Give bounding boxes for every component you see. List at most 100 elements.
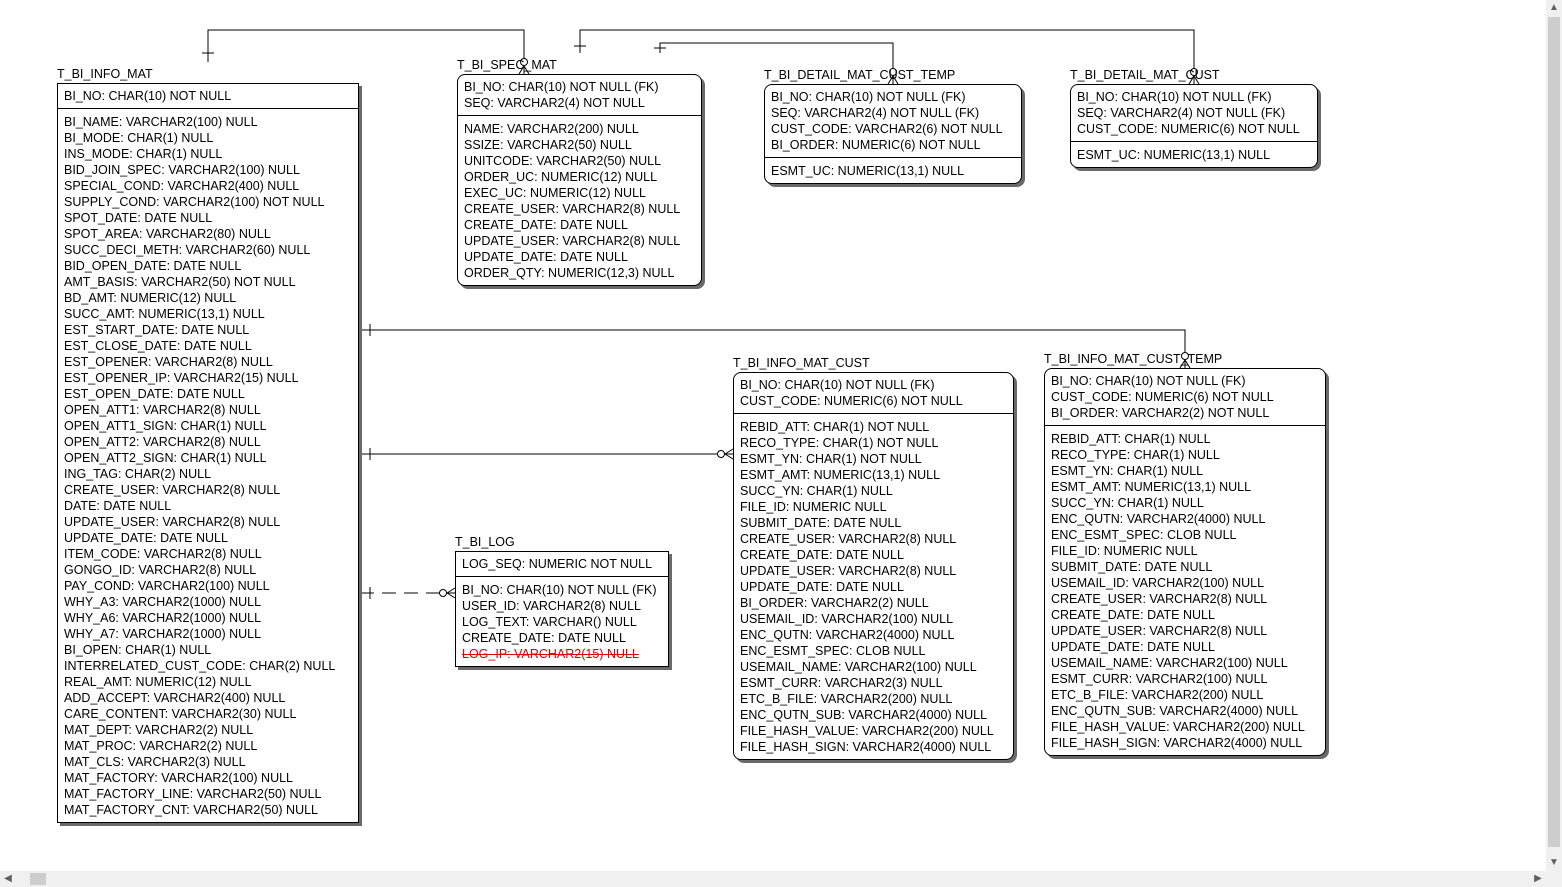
column: BI_NO: CHAR(10) NOT NULL (FK) xyxy=(740,378,935,392)
crows-foot xyxy=(1188,75,1195,85)
column: BD_AMT: NUMERIC(12) NULL xyxy=(64,291,237,305)
chevron-down-icon[interactable]: ▼ xyxy=(1549,857,1559,868)
column: SUCC_DECI_METH: VARCHAR2(60) NULL xyxy=(64,243,311,257)
column: UPDATE_DATE: DATE NULL xyxy=(464,250,628,264)
attribute-list: BI_NO: CHAR(10) NOT NULL (FK)USER_ID: VA… xyxy=(462,582,662,646)
column: BI_NO: CHAR(10) NOT NULL xyxy=(64,89,232,103)
column: WHY_A7: VARCHAR2(1000) NULL xyxy=(64,627,262,641)
column: ITEM_CODE: VARCHAR2(8) NULL xyxy=(64,547,262,561)
entity-t-bi-info-mat-cust-temp[interactable]: T_BI_INFO_MAT_CUST_TEMP BI_NO: CHAR(10) … xyxy=(1044,352,1326,756)
column: BID_OPEN_DATE: DATE NULL xyxy=(64,259,242,273)
column: ENC_QUTN_SUB: VARCHAR2(4000) NULL xyxy=(1051,704,1299,718)
relationship-spec-mat-detail-cust xyxy=(579,29,1195,84)
zero-marker xyxy=(889,68,897,76)
deleted-column: LOG_IP: VARCHAR2(15) NULL xyxy=(462,647,639,661)
column: UPDATE_DATE: DATE NULL xyxy=(740,580,904,594)
column: SUPPLY_COND: VARCHAR2(100) NOT NULL xyxy=(64,195,325,209)
column: CREATE_USER: VARCHAR2(8) NULL xyxy=(464,202,681,216)
crows-foot xyxy=(892,75,899,85)
deleted-attribute-list: LOG_IP: VARCHAR2(15) NULL xyxy=(462,646,662,662)
column: SUBMIT_DATE: DATE NULL xyxy=(740,516,902,530)
entity-t-bi-detail-mat-cust-temp[interactable]: T_BI_DETAIL_MAT_CUST_TEMP BI_NO: CHAR(10… xyxy=(764,68,1022,184)
column: NAME: VARCHAR2(200) NULL xyxy=(464,122,639,136)
horizontal-scrollbar[interactable]: ◀ ▶ xyxy=(0,871,1546,887)
vertical-scrollbar[interactable]: ▲ ▼ xyxy=(1546,0,1562,871)
column: USEMAIL_NAME: VARCHAR2(100) NULL xyxy=(740,660,977,674)
column: MAT_PROC: VARCHAR2(2) NULL xyxy=(64,739,258,753)
column: FILE_HASH_VALUE: VARCHAR2(200) NULL xyxy=(1051,720,1305,734)
column: SPOT_AREA: VARCHAR2(80) NULL xyxy=(64,227,271,241)
column: ESMT_YN: CHAR(1) NOT NULL xyxy=(740,452,922,466)
entity-title: T_BI_DETAIL_MAT_CUST_TEMP xyxy=(764,68,956,82)
entity-title: T_BI_LOG xyxy=(455,535,515,549)
column: UPDATE_USER: VARCHAR2(8) NULL xyxy=(64,515,281,529)
column: WHY_A3: VARCHAR2(1000) NULL xyxy=(64,595,262,609)
column: BI_NAME: VARCHAR2(100) NULL xyxy=(64,115,258,129)
column: MAT_DEPT: VARCHAR2(2) NULL xyxy=(64,723,254,737)
diagram-canvas[interactable]: T_BI_INFO_MAT BI_NO: CHAR(10) NOT NULL B… xyxy=(0,0,1546,871)
key-section: BI_NO: CHAR(10) NOT NULL (FK)SEQ: VARCHA… xyxy=(765,85,1021,158)
column: ESMT_YN: CHAR(1) NULL xyxy=(1051,464,1204,478)
column: MAT_FACTORY_CNT: VARCHAR2(50) NULL xyxy=(64,803,318,817)
column: UPDATE_USER: VARCHAR2(8) NULL xyxy=(740,564,957,578)
column: ENC_QUTN: VARCHAR2(4000) NULL xyxy=(740,628,955,642)
column: PAY_COND: VARCHAR2(100) NULL xyxy=(64,579,270,593)
crows-foot xyxy=(1193,75,1200,85)
entity-title: T_BI_INFO_MAT_CUST xyxy=(733,356,870,370)
column: BI_NO: CHAR(10) NOT NULL (FK) xyxy=(462,583,657,597)
relationship-lines xyxy=(202,29,1200,599)
entity-t-bi-detail-mat-cust[interactable]: T_BI_DETAIL_MAT_CUST BI_NO: CHAR(10) NOT… xyxy=(1070,68,1318,168)
crows-foot xyxy=(724,448,734,455)
attribute-section: ESMT_UC: NUMERIC(13,1) NULL xyxy=(1071,142,1317,167)
column: BI_ORDER: VARCHAR2(2) NOT NULL xyxy=(1051,406,1270,420)
column: BI_NO: CHAR(10) NOT NULL (FK) xyxy=(464,80,659,94)
zero-marker xyxy=(520,58,528,66)
chevron-left-icon[interactable]: ◀ xyxy=(4,873,12,884)
column: OPEN_ATT2: VARCHAR2(8) NULL xyxy=(64,435,261,449)
column: CREATE_DATE: DATE NULL xyxy=(740,548,904,562)
column: ENC_QUTN: VARCHAR2(4000) NULL xyxy=(1051,512,1266,526)
column: ETC_B_FILE: VARCHAR2(200) NULL xyxy=(740,692,953,706)
column: USEMAIL_NAME: VARCHAR2(100) NULL xyxy=(1051,656,1288,670)
column: ESMT_UC: NUMERIC(13,1) NULL xyxy=(1077,148,1271,162)
entity-title: T_BI_INFO_MAT_CUST_TEMP xyxy=(1044,352,1223,366)
crows-foot xyxy=(446,592,456,599)
column: ESMT_UC: NUMERIC(13,1) NULL xyxy=(771,164,965,178)
entity-t-bi-info-mat-cust[interactable]: T_BI_INFO_MAT_CUST BI_NO: CHAR(10) NOT N… xyxy=(733,356,1014,760)
zero-marker xyxy=(1181,352,1189,360)
chevron-right-icon[interactable]: ▶ xyxy=(1534,873,1542,884)
chevron-up-icon[interactable]: ▲ xyxy=(1549,2,1559,13)
column: CREATE_USER: VARCHAR2(8) NULL xyxy=(1051,592,1268,606)
column: ADD_ACCEPT: VARCHAR2(400) NULL xyxy=(64,691,286,705)
column: REAL_AMT: NUMERIC(12) NULL xyxy=(64,675,252,689)
column: EST_OPENER: VARCHAR2(8) NULL xyxy=(64,355,273,369)
column: INS_MODE: CHAR(1) NULL xyxy=(64,147,223,161)
column: CREATE_DATE: DATE NULL xyxy=(1051,608,1215,622)
column: SPOT_DATE: DATE NULL xyxy=(64,211,213,225)
entity-t-bi-spec-mat[interactable]: T_BI_SPEC_MAT BI_NO: CHAR(10) NOT NULL (… xyxy=(457,58,702,286)
entity-t-bi-log[interactable]: T_BI_LOG LOG_SEQ: NUMERIC NOT NULL BI_NO… xyxy=(455,535,669,667)
column: CREATE_USER: VARCHAR2(8) NULL xyxy=(740,532,957,546)
zero-marker xyxy=(717,450,725,458)
horizontal-scroll-thumb[interactable] xyxy=(30,873,46,885)
column: BI_OPEN: CHAR(1) NULL xyxy=(64,643,212,657)
vertical-scroll-thumb[interactable] xyxy=(1548,17,1560,847)
column: GONGO_ID: VARCHAR2(8) NULL xyxy=(64,563,257,577)
column: BI_MODE: CHAR(1) NULL xyxy=(64,131,214,145)
zero-marker xyxy=(1190,68,1198,76)
column: FILE_HASH_VALUE: VARCHAR2(200) NULL xyxy=(740,724,994,738)
column: UNITCODE: VARCHAR2(50) NULL xyxy=(464,154,662,168)
column: OPEN_ATT1: VARCHAR2(8) NULL xyxy=(64,403,261,417)
entity-t-bi-info-mat[interactable]: T_BI_INFO_MAT BI_NO: CHAR(10) NOT NULL B… xyxy=(57,67,359,823)
column: ENC_QUTN_SUB: VARCHAR2(4000) NULL xyxy=(740,708,988,722)
column: SEQ: VARCHAR2(4) NOT NULL (FK) xyxy=(771,106,980,120)
key-section: BI_NO: CHAR(10) NOT NULL (FK) CUST_CODE: … xyxy=(734,373,1013,414)
column: BID_JOIN_SPEC: VARCHAR2(100) NULL xyxy=(64,163,300,177)
column: ESMT_AMT: NUMERIC(13,1) NULL xyxy=(740,468,941,482)
entity-title: T_BI_SPEC_MAT xyxy=(457,58,557,72)
attribute-section: ESMT_UC: NUMERIC(13,1) NULL xyxy=(765,158,1021,183)
column: WHY_A6: VARCHAR2(1000) NULL xyxy=(64,611,262,625)
column: CUST_CODE: NUMERIC(6) NOT NULL xyxy=(740,394,963,408)
